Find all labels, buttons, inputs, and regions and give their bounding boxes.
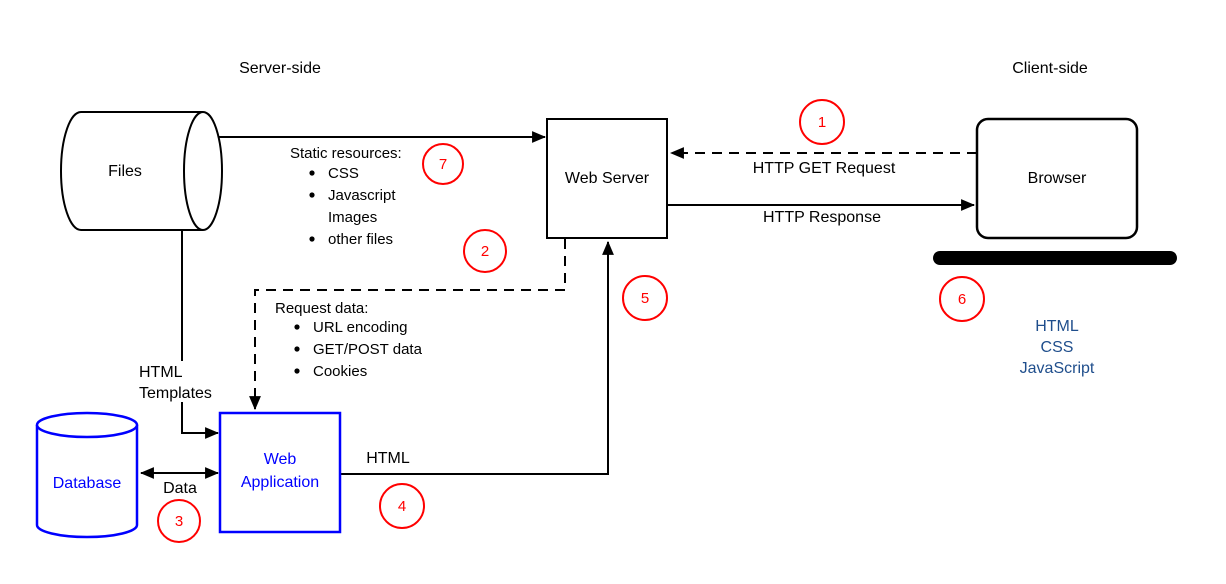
step-number-1: 1 — [818, 114, 826, 131]
step-number-6: 6 — [958, 291, 966, 308]
static-resources-item: CSS — [328, 165, 359, 182]
static-resources-item: Images — [328, 209, 377, 226]
request-data-item: Cookies — [313, 363, 367, 380]
bullet-dot — [309, 170, 315, 176]
database-label: Database — [53, 475, 122, 492]
step-number-2: 2 — [481, 243, 489, 260]
step-circle-1 — [799, 99, 845, 145]
browser-output-javascript: JavaScript — [1020, 360, 1095, 377]
step-number-5: 5 — [641, 290, 649, 307]
static-resources-list: Static resources: CSS Javascript Images … — [290, 145, 402, 248]
browser-label: Browser — [1028, 170, 1087, 187]
web-application-label-line1: Web — [264, 451, 297, 468]
bullet-dot — [309, 192, 315, 198]
step-circles: 1 2 3 4 5 6 7 — [157, 99, 985, 543]
label-html-templates-line2: Templates — [139, 385, 212, 402]
step-circle-6 — [939, 276, 985, 322]
files-cylinder-cap — [183, 111, 223, 231]
step-circle-4 — [379, 483, 425, 529]
request-data-item: GET/POST data — [313, 341, 423, 358]
files-label: Files — [108, 163, 142, 180]
files-cylinder-body — [60, 111, 203, 231]
request-data-header: Request data: — [275, 300, 368, 317]
web-application-box: Web Application — [218, 411, 342, 534]
database-cylinder: Database — [35, 411, 139, 539]
files-cylinder: Files — [60, 111, 223, 231]
web-application-label-line2: Application — [241, 474, 319, 491]
static-resources-item: Javascript — [328, 187, 396, 204]
database-cylinder-body — [35, 425, 139, 539]
step-circle-5 — [622, 275, 668, 321]
browser-output-html: HTML — [1035, 318, 1079, 335]
web-server-label: Web Server — [565, 170, 650, 187]
region-label-client-side: Client-side — [1012, 60, 1088, 77]
step-circle-3 — [157, 499, 201, 543]
step-number-4: 4 — [398, 498, 406, 515]
label-html: HTML — [366, 450, 410, 467]
label-html-templates-line1: HTML — [139, 364, 183, 381]
edge-files-to-webapp-templates — [181, 230, 220, 439]
web-application-rect — [218, 411, 342, 534]
browser-output-stack: HTML CSS JavaScript — [1020, 318, 1095, 377]
bullet-dot — [294, 324, 300, 330]
label-html-templates: HTML Templates — [135, 361, 225, 402]
bullet-dot — [294, 346, 300, 352]
step-circle-2 — [463, 229, 507, 273]
browser-output-css: CSS — [1041, 339, 1074, 356]
request-data-item: URL encoding — [313, 319, 408, 336]
browser-rect — [975, 117, 1139, 240]
label-http-response: HTTP Response — [763, 209, 881, 226]
label-html-templates-bg — [135, 361, 225, 402]
label-http-get-request: HTTP GET Request — [753, 160, 896, 177]
edge-webserver-to-webapp-request-data — [249, 239, 566, 411]
laptop-base — [933, 251, 1177, 265]
static-resources-item: other files — [328, 231, 393, 248]
browser-node: Browser — [933, 117, 1177, 265]
edge-webapp-to-webserver-html — [340, 240, 614, 475]
label-data: Data — [163, 480, 197, 497]
database-cylinder-cap — [35, 411, 139, 439]
step-number-3: 3 — [175, 513, 183, 530]
bullet-dot — [294, 368, 300, 374]
bullet-dot — [309, 236, 315, 242]
step-circle-7 — [422, 143, 464, 185]
request-data-list: Request data: URL encoding GET/POST data… — [275, 300, 423, 380]
web-server-rect — [546, 118, 668, 239]
static-resources-header: Static resources: — [290, 145, 402, 162]
web-server-box: Web Server — [546, 118, 668, 239]
region-label-server-side: Server-side — [239, 60, 321, 77]
step-number-7: 7 — [439, 156, 447, 173]
